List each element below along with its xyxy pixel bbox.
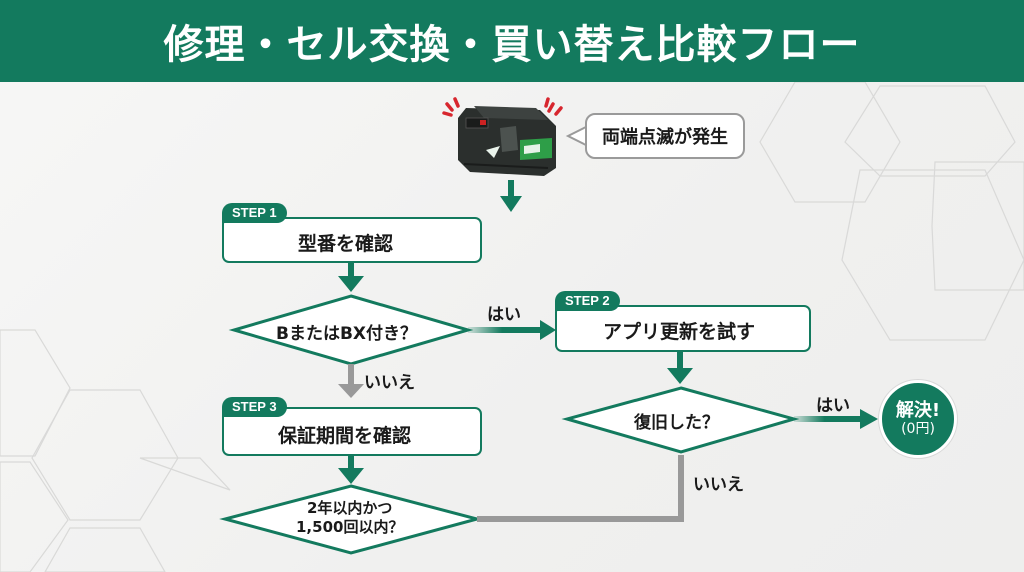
arrow-step3-to-decision3 xyxy=(338,456,364,484)
arrow-step2-to-decision2 xyxy=(667,352,693,384)
yes-label-model: はい xyxy=(487,305,521,325)
decision-warranty-label-line1: 2年以内かつ xyxy=(307,499,393,517)
no-label-model: いいえ xyxy=(364,373,415,393)
callout-pointer xyxy=(565,125,587,147)
no-label-recovered: いいえ xyxy=(693,475,744,495)
decision-recovered-label: 復旧した？ xyxy=(634,413,719,433)
decision-diamond-warranty xyxy=(219,484,483,555)
arrow-step1-to-decision1 xyxy=(338,262,364,292)
step-3-tag: STEP 3 xyxy=(222,397,287,417)
connector-warranty-to-recovery-no xyxy=(477,455,684,522)
arrow-start-to-step1 xyxy=(500,180,522,212)
battery-pack-image xyxy=(458,106,556,176)
resolved-cost: (0円) xyxy=(901,421,935,438)
yes-label-recovered: はい xyxy=(816,396,850,416)
step-1-tag: STEP 1 xyxy=(222,203,287,223)
arrow-no-to-step3 xyxy=(338,364,364,398)
arrow-yes-to-step2 xyxy=(468,320,556,340)
step-3-label: 保証期間を確認 xyxy=(278,425,412,447)
decision-warranty-label-line2: 1,500回以内？ xyxy=(296,518,404,536)
page-title: 修理・セル交換・買い替え比較フロー xyxy=(163,22,861,68)
resolved-label: 解決! xyxy=(895,399,941,421)
resolved-badge: 解決! (0円) xyxy=(879,380,957,458)
step-2-label: アプリ更新を試す xyxy=(603,321,756,343)
step-1-box[interactable] xyxy=(222,217,482,263)
arrow-yes-to-resolved xyxy=(794,409,878,429)
step-2-tag: STEP 2 xyxy=(555,291,620,311)
decision-model-label: BまたはBX付き？ xyxy=(276,324,418,344)
alert-marks-left-icon xyxy=(442,97,460,117)
alert-marks-right-icon xyxy=(544,97,563,116)
title-banner: 修理・セル交換・買い替え比較フロー xyxy=(0,0,1024,82)
step-2-box[interactable] xyxy=(555,305,811,352)
step-1-label: 型番を確認 xyxy=(298,233,394,255)
error-callout: 両端点滅が発生 xyxy=(585,113,745,159)
decision-diamond-recovered xyxy=(561,386,800,454)
